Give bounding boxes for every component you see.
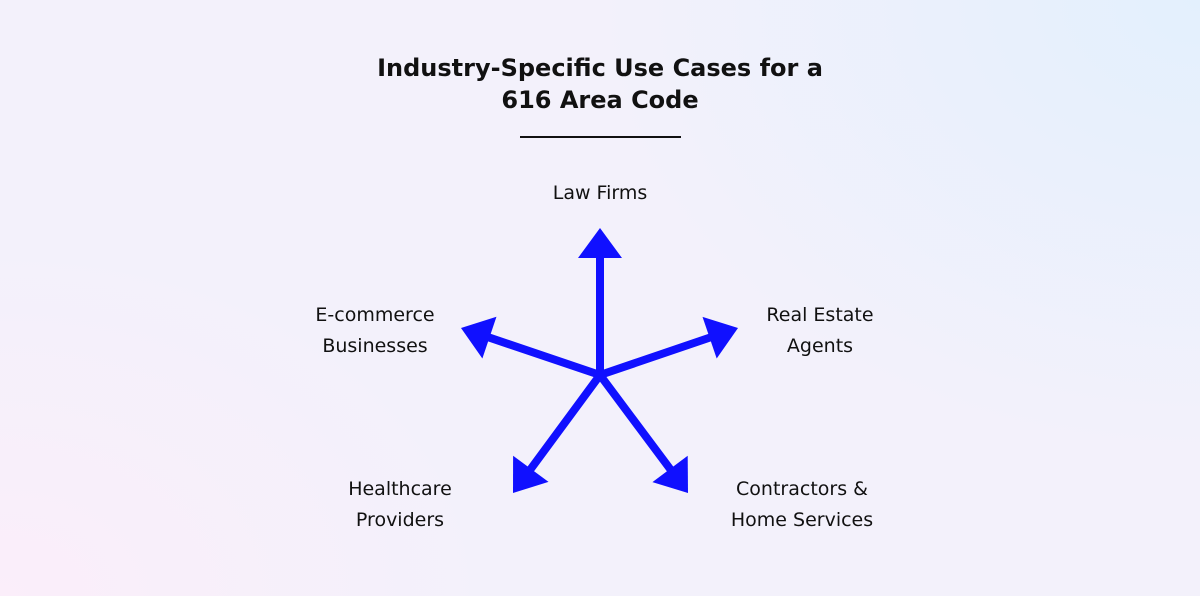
arrowhead-left-icon (461, 316, 497, 359)
arrow-shaft-down-right (596, 371, 677, 477)
label-text: Agents (786, 335, 854, 357)
label-law-firms: Law Firms (530, 178, 670, 209)
label-text: Contractors & (736, 478, 868, 500)
arrowhead-right-icon (702, 316, 738, 359)
label-healthcare: Healthcare Providers (325, 474, 475, 536)
label-text: Home Services (730, 509, 874, 531)
label-real-estate: Real Estate Agents (745, 300, 895, 362)
label-text: Law Firms (552, 182, 648, 204)
arrow-shaft-down-left (524, 371, 604, 477)
label-text: Providers (355, 509, 445, 531)
diagram-title: Industry-Specific Use Cases for a 616 Ar… (0, 52, 1200, 116)
arrowhead-down-right-icon (652, 455, 688, 493)
label-text: Businesses (322, 335, 428, 357)
arrow-shaft-left (481, 332, 604, 379)
label-ecommerce: E-commerce Businesses (295, 300, 455, 362)
title-line-2: 616 Area Code (501, 86, 699, 114)
label-text: E-commerce (315, 304, 435, 326)
title-underline (520, 136, 681, 138)
label-text: Real Estate (766, 304, 874, 326)
arrowhead-down-left-icon (513, 455, 549, 493)
label-text: Healthcare (348, 478, 452, 500)
label-contractors: Contractors & Home Services (712, 474, 892, 536)
title-line-1: Industry-Specific Use Cases for a (377, 54, 823, 82)
arrowhead-up-icon (578, 228, 622, 258)
arrow-shaft-right (596, 332, 718, 379)
